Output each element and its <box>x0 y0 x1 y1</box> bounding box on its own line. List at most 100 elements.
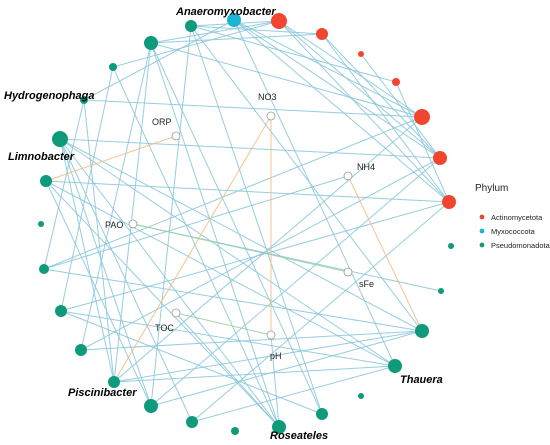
edge-P2-P10 <box>80 42 152 351</box>
node-P2 <box>144 36 158 50</box>
edge-P1-P16 <box>190 25 323 415</box>
edge-P12-P19 <box>150 330 423 407</box>
edge-P4-P11 <box>83 99 115 383</box>
genus-labels: Anaeromyxobacter Hydrogenophaga Limnobac… <box>4 6 443 442</box>
edge-A2-P1 <box>190 25 323 35</box>
label-pao: PAO <box>105 220 123 230</box>
node-P16 <box>316 408 328 420</box>
node-P3 <box>109 63 117 71</box>
edge-P5-P11 <box>59 138 115 383</box>
edge-P5-P13 <box>59 138 193 423</box>
node-P13 <box>186 416 198 428</box>
node-e_ph <box>266 330 276 340</box>
node-P9 <box>55 305 67 317</box>
label-piscinibacter: Piscinibacter <box>68 387 137 399</box>
edge-P1-P19 <box>190 25 423 332</box>
edge-P3-P9 <box>60 66 114 312</box>
node-P8 <box>39 264 49 274</box>
label-orp: ORP <box>152 117 172 127</box>
edge-e_orp-P6 <box>45 135 177 182</box>
node-P14 <box>231 427 239 435</box>
node-P11 <box>108 376 120 388</box>
node-A1 <box>271 13 287 29</box>
node-P18 <box>388 359 402 373</box>
label-roseateles: Roseateles <box>270 430 328 442</box>
edge-e_no3-P11 <box>113 115 272 383</box>
edge-P2-P15 <box>150 42 280 428</box>
node-P19 <box>415 324 429 338</box>
node-P21 <box>448 243 454 249</box>
node-A6 <box>433 151 447 165</box>
edge-A6-P10 <box>80 157 441 351</box>
edge-A6-P5 <box>59 138 441 159</box>
node-P12 <box>144 399 158 413</box>
edge-P5-P18 <box>59 138 396 367</box>
node-A3 <box>358 51 364 57</box>
node-M1 <box>227 13 241 27</box>
edge-A4-P1 <box>190 25 397 83</box>
node-P4 <box>80 96 88 104</box>
node-e_sfe <box>343 267 353 277</box>
edge-P8-P19 <box>43 268 423 332</box>
legend-swatch-actinomycetota <box>479 214 485 220</box>
edge-e_toc-e_ph <box>175 312 272 336</box>
node-A7 <box>442 195 456 209</box>
edge-A1-P2 <box>150 20 280 44</box>
label-toc: TOC <box>155 323 174 333</box>
edge-e_toc-P15 <box>175 312 280 428</box>
edge-A2-A7 <box>321 33 450 203</box>
node-P15 <box>272 420 286 434</box>
edge-A1-A7 <box>278 20 450 203</box>
edge-P2-P11 <box>113 42 152 383</box>
edge-e_nh4-P19 <box>347 175 423 332</box>
label-limnobacter: Limnobacter <box>8 151 75 163</box>
edge-A1-A6 <box>278 20 441 159</box>
edge-e_ph-P15 <box>270 334 280 428</box>
edge-A7-P6 <box>45 180 450 203</box>
edge-A4-A7 <box>395 81 450 203</box>
legend-swatch-myxococcota <box>479 228 485 234</box>
node-P5 <box>52 131 68 147</box>
edge-P5-P15 <box>59 138 280 428</box>
label-sfe: sFe <box>359 279 374 289</box>
edge-A5-P2 <box>150 42 423 118</box>
edge-P6-P12 <box>45 180 152 407</box>
node-P20 <box>438 288 444 294</box>
label-nh4: NH4 <box>357 162 375 172</box>
node-e_orp <box>171 131 181 141</box>
label-no3: NO3 <box>258 92 277 102</box>
legend-swatch-pseudomonadota <box>479 242 485 248</box>
edge-P10-P19 <box>80 330 423 351</box>
edge-P9-P16 <box>60 310 323 415</box>
label-hydrogenophaga: Hydrogenophaga <box>4 90 94 102</box>
node-A4 <box>392 78 400 86</box>
edge-P11-P19 <box>113 330 423 383</box>
edge-A2-A6 <box>321 33 441 159</box>
node-P6 <box>40 175 52 187</box>
edge-P9-P18 <box>60 310 396 367</box>
edge-P5-P19 <box>59 138 423 332</box>
edge-P1-P12 <box>150 25 192 407</box>
edge-M1-A5 <box>233 19 423 118</box>
edge-P5-P12 <box>59 138 152 407</box>
edge-A1-A5 <box>278 20 423 118</box>
node-e_pao <box>128 219 138 229</box>
edge-A3-A6 <box>360 53 441 159</box>
node-e_toc <box>171 308 181 318</box>
env-labels: NO3 ORP NH4 PAO sFe TOC pH <box>105 92 375 361</box>
label-thauera: Thauera <box>400 374 443 386</box>
edge-e_nh4-P8 <box>43 175 349 270</box>
legend-title: Phylum <box>475 183 508 194</box>
node-A2 <box>316 28 328 40</box>
edge-P6-P15 <box>45 180 280 428</box>
edge-A5-P8 <box>43 116 423 270</box>
node-P1 <box>185 20 197 32</box>
label-anaeromyxobacter: Anaeromyxobacter <box>175 6 276 18</box>
node-A5 <box>414 109 430 125</box>
edge-P6-P18 <box>45 180 396 367</box>
node-P17 <box>358 393 364 399</box>
edge-A7-P9 <box>60 201 450 312</box>
edge-P13-P18 <box>191 365 396 423</box>
